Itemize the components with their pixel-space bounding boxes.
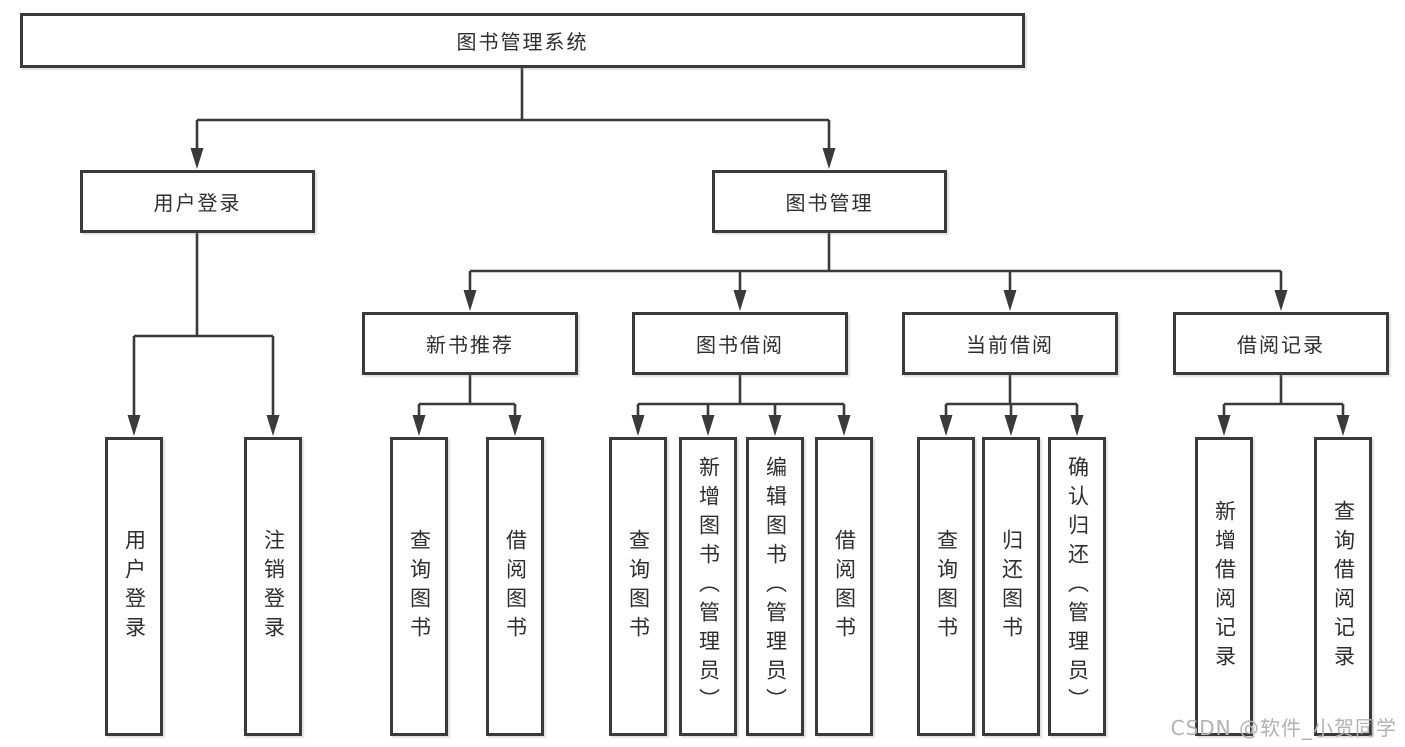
leaf-query-books-recommend: 查询图书: [390, 437, 448, 736]
leaf-edit-book-admin: 编辑图书（管理员）: [746, 437, 804, 736]
leaf-label: 查询图书: [407, 528, 432, 645]
leaf-return-book: 归还图书: [982, 437, 1040, 736]
node-library-management-system: 图书管理系统: [20, 13, 1025, 68]
leaf-user-login: 用户登录: [105, 437, 163, 736]
node-label: 用户登录: [153, 191, 242, 215]
node-borrowing-records: 借阅记录: [1173, 312, 1389, 375]
leaf-label: 查询图书: [934, 528, 959, 645]
node-label: 图书借阅: [696, 333, 784, 357]
csdn-watermark: CSDN @软件_小贺同学: [1170, 716, 1397, 740]
node-label: 新书推荐: [426, 333, 514, 357]
leaf-label: 确认归还（管理员）: [1065, 456, 1090, 717]
leaf-query-books-current: 查询图书: [917, 437, 975, 736]
node-new-book-recommendation: 新书推荐: [362, 312, 578, 375]
node-book-borrowing: 图书借阅: [632, 312, 848, 375]
leaf-label: 查询借阅记录: [1331, 499, 1356, 674]
node-label: 图书管理系统: [456, 30, 589, 54]
leaf-label: 借阅图书: [832, 528, 857, 645]
leaf-label: 新增借阅记录: [1212, 499, 1237, 674]
node-label: 当前借阅: [966, 333, 1054, 357]
leaf-borrow-books-recommend: 借阅图书: [486, 437, 544, 736]
node-book-management: 图书管理: [712, 170, 947, 233]
node-label: 图书管理: [785, 191, 874, 215]
leaf-add-borrow-record: 新增借阅记录: [1195, 437, 1253, 736]
node-current-borrowing: 当前借阅: [902, 312, 1118, 375]
leaf-label: 注销登录: [261, 528, 286, 645]
leaf-label: 借阅图书: [503, 528, 528, 645]
leaf-label: 新增图书（管理员）: [696, 456, 721, 717]
leaf-query-books-borrowing: 查询图书: [609, 437, 667, 736]
leaf-add-book-admin: 新增图书（管理员）: [679, 437, 737, 736]
leaf-label: 归还图书: [999, 528, 1024, 645]
leaf-label: 编辑图书（管理员）: [763, 456, 788, 717]
leaf-confirm-return-admin: 确认归还（管理员）: [1048, 437, 1106, 736]
leaf-label: 用户登录: [122, 528, 147, 645]
node-user-login: 用户登录: [80, 170, 315, 233]
node-label: 借阅记录: [1237, 333, 1325, 357]
leaf-query-borrow-record: 查询借阅记录: [1314, 437, 1372, 736]
leaf-logout: 注销登录: [244, 437, 302, 736]
leaf-label: 查询图书: [626, 528, 651, 645]
leaf-borrow-books-borrowing: 借阅图书: [815, 437, 873, 736]
